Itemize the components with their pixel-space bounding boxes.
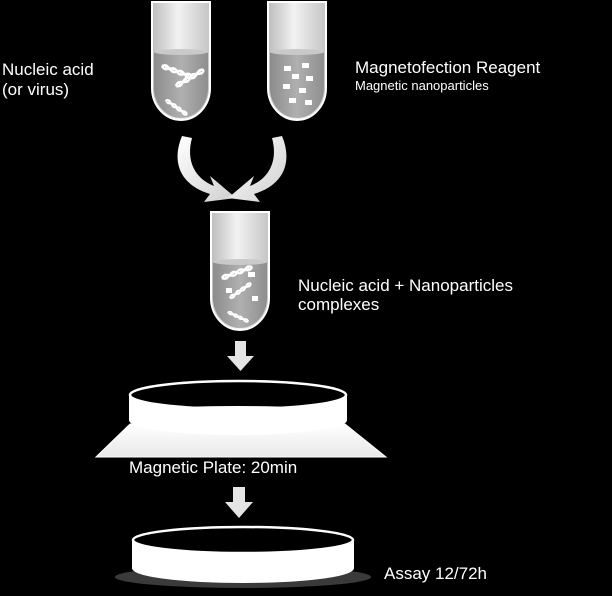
tube-complexes bbox=[210, 211, 270, 331]
label-complex: Nucleic acid + Nanoparticles bbox=[298, 276, 513, 295]
label-complexes: complexes bbox=[298, 295, 380, 314]
nanoparticle-square-icon bbox=[283, 63, 313, 105]
label-nucleic-acid: Nucleic acid bbox=[2, 60, 94, 79]
curved-arrow-icon bbox=[228, 136, 287, 202]
assay-dish bbox=[115, 525, 371, 588]
label-reagent-subtitle: Magnetic nanoparticles bbox=[355, 78, 489, 93]
down-arrow-icon bbox=[227, 341, 254, 371]
down-arrow-icon bbox=[225, 487, 253, 518]
tube-nanoparticles bbox=[267, 1, 327, 121]
nanoparticle-square-icon bbox=[226, 272, 258, 301]
label-or-virus: (or virus) bbox=[2, 80, 70, 99]
label-reagent-title: Magnetofection Reagent bbox=[355, 58, 541, 77]
tube-nucleic-acid bbox=[151, 1, 211, 121]
magnetic-plate bbox=[94, 379, 388, 458]
label-assay: Assay 12/72h bbox=[384, 564, 488, 583]
label-magnetic-plate: Magnetic Plate: 20min bbox=[129, 458, 298, 477]
curved-arrow-icon bbox=[177, 136, 236, 202]
